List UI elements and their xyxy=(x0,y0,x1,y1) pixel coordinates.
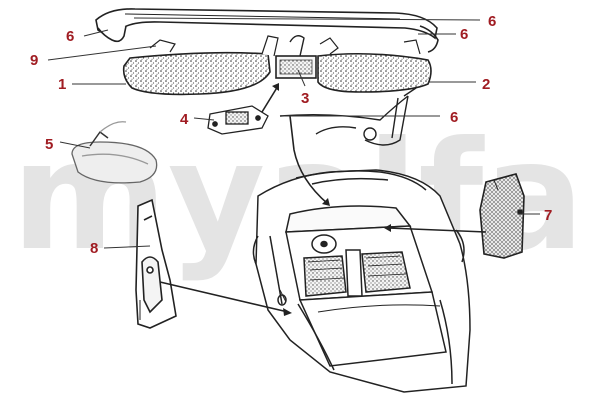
sun-visor-left xyxy=(122,35,279,96)
callout-5: 5 xyxy=(45,136,53,153)
callout-6-top-left: 6 xyxy=(66,28,74,45)
callout-labels: 6 6 9 6 1 2 3 4 6 5 7 8 xyxy=(30,13,552,257)
windshield-frame xyxy=(279,87,417,146)
connector-arrowheads xyxy=(272,83,391,316)
callout-1: 1 xyxy=(58,76,66,93)
side-panel xyxy=(479,173,525,259)
mirror-bracket xyxy=(207,105,269,135)
connector-lines xyxy=(159,85,487,313)
callout-8: 8 xyxy=(90,240,98,257)
leader-lines xyxy=(47,17,540,249)
callout-3: 3 xyxy=(301,90,309,107)
callout-2: 2 xyxy=(482,76,490,93)
spider-car-overview xyxy=(252,169,471,393)
callout-7: 7 xyxy=(544,207,552,224)
callout-6-top-right: 6 xyxy=(488,13,496,30)
a-pillar-trim xyxy=(135,198,177,329)
callout-4: 4 xyxy=(180,111,189,128)
callout-9: 9 xyxy=(30,52,38,69)
callout-6-right: 6 xyxy=(460,26,468,43)
vanity-mirror xyxy=(275,35,317,79)
sun-visor-right xyxy=(317,37,432,93)
header-rail-trim xyxy=(95,8,439,53)
rear-view-mirror xyxy=(71,121,158,184)
callout-6-mid: 6 xyxy=(450,109,458,126)
